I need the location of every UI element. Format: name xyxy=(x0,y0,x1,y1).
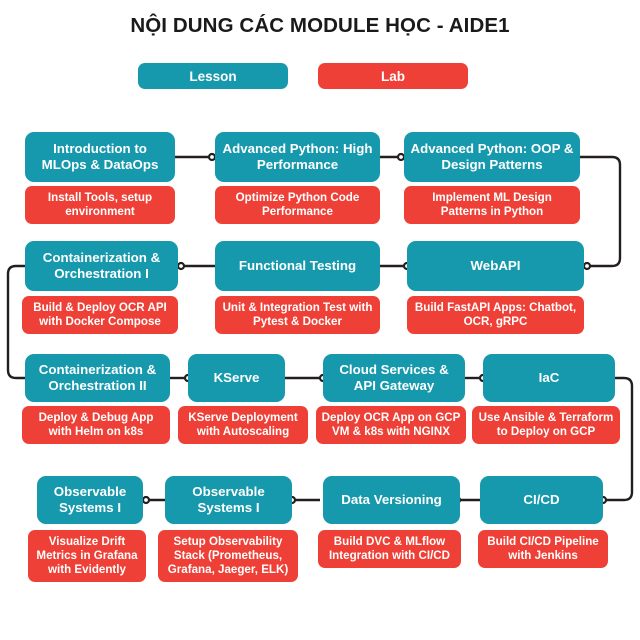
lab-node[interactable]: Deploy & Debug App with Helm on k8s xyxy=(22,406,170,444)
lab-node[interactable]: Use Ansible & Terraform to Deploy on GCP xyxy=(472,406,620,444)
lesson-node[interactable]: Cloud Services & API Gateway xyxy=(323,354,465,402)
lab-node[interactable]: Build & Deploy OCR API with Docker Compo… xyxy=(22,296,178,334)
legend-lesson-pill: Lesson xyxy=(138,63,288,89)
lab-node[interactable]: Build DVC & MLflow Integration with CI/C… xyxy=(318,530,461,568)
lab-node[interactable]: Implement ML Design Patterns in Python xyxy=(404,186,580,224)
lab-node[interactable]: Build CI/CD Pipeline with Jenkins xyxy=(478,530,608,568)
lesson-node[interactable]: Data Versioning xyxy=(323,476,460,524)
lab-node[interactable]: KServe Deployment with Autoscaling xyxy=(178,406,308,444)
lesson-node[interactable]: Containerization & Orchestration I xyxy=(25,241,178,291)
lab-node[interactable]: Install Tools, setup environment xyxy=(25,186,175,224)
lesson-node[interactable]: KServe xyxy=(188,354,285,402)
lab-node[interactable]: Build FastAPI Apps: Chatbot, OCR, gRPC xyxy=(407,296,584,334)
lab-node[interactable]: Unit & Integration Test with Pytest & Do… xyxy=(215,296,380,334)
lesson-node[interactable]: Functional Testing xyxy=(215,241,380,291)
lab-node[interactable]: Deploy OCR App on GCP VM & k8s with NGIN… xyxy=(316,406,466,444)
lesson-node[interactable]: Containerization & Orchestration II xyxy=(25,354,170,402)
lesson-node[interactable]: Advanced Python: High Performance xyxy=(215,132,380,182)
lab-node[interactable]: Setup Observability Stack (Prometheus, G… xyxy=(158,530,298,582)
lesson-node[interactable]: IaC xyxy=(483,354,615,402)
lesson-node[interactable]: Observable Systems I xyxy=(165,476,292,524)
page-title: NỘI DUNG CÁC MODULE HỌC - AIDE1 xyxy=(130,14,510,37)
lesson-node[interactable]: Observable Systems I xyxy=(37,476,143,524)
legend-lab-pill: Lab xyxy=(318,63,468,89)
lab-node[interactable]: Visualize Drift Metrics in Grafana with … xyxy=(28,530,146,582)
lesson-node[interactable]: WebAPI xyxy=(407,241,584,291)
lesson-node[interactable]: Advanced Python: OOP & Design Patterns xyxy=(404,132,580,182)
lesson-node[interactable]: CI/CD xyxy=(480,476,603,524)
lab-node[interactable]: Optimize Python Code Performance xyxy=(215,186,380,224)
lesson-node[interactable]: Introduction to MLOps & DataOps xyxy=(25,132,175,182)
